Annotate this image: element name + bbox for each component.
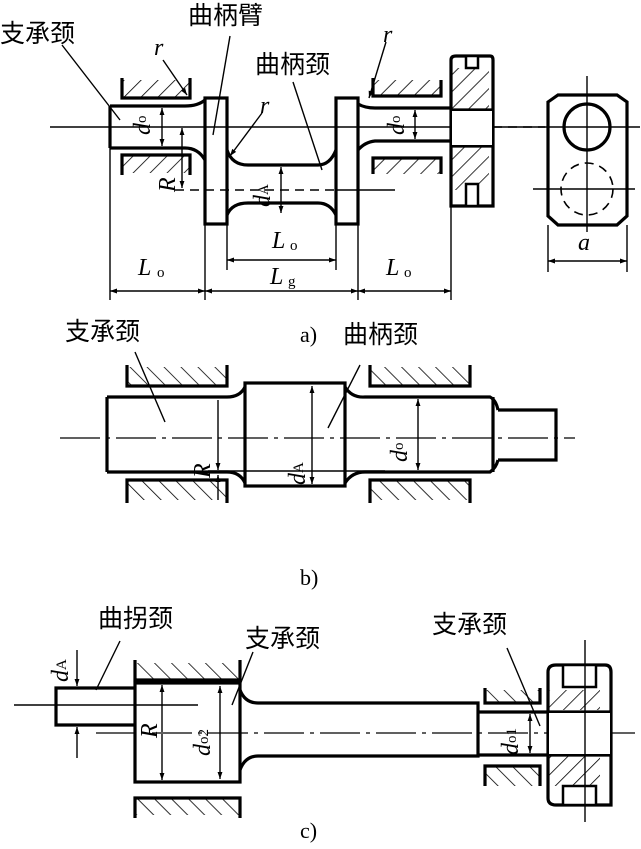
leader-r3-a — [368, 41, 387, 99]
label-R-c: R — [137, 723, 163, 739]
dim-sub: o — [134, 116, 150, 124]
left-bearing-a — [120, 78, 192, 175]
leader-crank-pin-a — [292, 81, 323, 171]
caption-b: b) — [300, 565, 318, 590]
leader-main-journal-a — [61, 44, 121, 121]
dim-sub: A — [54, 659, 70, 670]
label-dA-a: d A — [250, 184, 276, 207]
crank-pin-a — [225, 149, 338, 167]
label-do1-c: d o1 — [498, 728, 524, 755]
dim-text: d — [384, 122, 410, 135]
dim-sub: o2 — [196, 729, 212, 744]
label-crank-pin-c: 曲拐颈 — [98, 604, 173, 633]
dim-text: R — [190, 463, 216, 479]
leader-journal-right-c — [506, 647, 541, 727]
left-bearing-b — [125, 365, 229, 503]
dim-sub: o — [290, 238, 298, 254]
left-journal-a — [110, 98, 207, 108]
shaft-c — [238, 689, 480, 771]
caption-c: c) — [300, 818, 317, 843]
dim-text: d — [190, 743, 216, 756]
dim-text: R — [155, 177, 181, 193]
journal-right-b-bottom — [343, 459, 500, 484]
label-crank-pin-b: 曲柄颈 — [343, 320, 418, 349]
journal-left-c — [133, 681, 242, 784]
leader-r1-a — [162, 59, 188, 96]
right-journal-a-top — [357, 102, 451, 110]
panel-b: 支承颈 R — [60, 317, 575, 590]
dim-text: L — [385, 255, 399, 281]
dim-sub: g — [288, 274, 296, 290]
label-r3-a: r — [383, 22, 393, 48]
dim-text: d — [250, 194, 276, 207]
label-r1-a: r — [154, 35, 164, 61]
label-main-journal-a: 支承颈 — [0, 19, 75, 48]
leader-r2-a — [229, 112, 263, 157]
dim-sub: o — [391, 443, 407, 451]
dim-text: d — [130, 122, 156, 135]
flange-section-a — [449, 54, 495, 208]
dim-text: d — [48, 669, 74, 682]
dim-text: L — [137, 255, 151, 281]
left-crank-arm-a — [203, 96, 229, 226]
label-L-pin-a: L o — [271, 228, 298, 254]
label-r2-a: r — [260, 93, 270, 119]
label-R-a: R — [155, 177, 181, 193]
dim-text: d — [498, 742, 524, 755]
dim-text: L — [269, 264, 283, 290]
panel-c: 曲拐颈 支承颈 支承颈 — [14, 604, 635, 843]
label-Lg-a: L g — [269, 264, 296, 290]
leader-crank-arm-a — [212, 35, 231, 136]
label-do2-c: d o2 — [190, 729, 216, 756]
crank-side-view-a — [533, 76, 635, 232]
dim-sub: o — [404, 265, 412, 281]
label-dA-b: d A — [285, 462, 311, 485]
leader-journal-left-c — [231, 651, 254, 706]
dim-sub: o — [388, 116, 404, 124]
journal-left-b — [107, 386, 247, 399]
label-crank-arm-a: 曲柄臂 — [188, 1, 263, 30]
journal-right-c — [478, 710, 548, 757]
dim-sub: o — [157, 265, 165, 281]
dim-text: R — [137, 723, 163, 739]
journal-right-b — [343, 386, 500, 411]
crank-pin-c — [54, 686, 135, 727]
label-journal-left-c: 支承颈 — [245, 624, 320, 653]
label-main-journal-b: 支承颈 — [65, 317, 140, 346]
dim-text: L — [271, 228, 285, 254]
label-dA-c: d A — [48, 659, 74, 682]
panel-a: 支承颈 曲柄臂 曲柄颈 r r r d o R d A d o L o L o … — [0, 1, 640, 349]
dim-sub: A — [291, 462, 307, 473]
label-R-b: R — [190, 463, 216, 479]
label-do-a: d o — [130, 116, 156, 136]
right-bearing-b — [368, 365, 472, 503]
dim-sub: o1 — [504, 728, 520, 743]
dim-text: d — [387, 449, 413, 462]
label-journal-right-c: 支承颈 — [432, 610, 507, 639]
label-L-left-a: L o — [137, 255, 165, 281]
bearing-left-c — [133, 660, 242, 818]
caption-a: a) — [300, 322, 317, 347]
bearing-right-c — [483, 688, 542, 786]
crank-pin-b — [243, 381, 347, 488]
label-do-b: d o — [387, 443, 413, 463]
leader-crank-pin-c — [95, 640, 121, 691]
label-L-right-a: L o — [385, 255, 412, 281]
dim-sub: A — [256, 184, 272, 195]
shaft-end-b — [498, 408, 558, 462]
label-crank-pin-a: 曲柄颈 — [255, 50, 330, 79]
dim-text: d — [285, 472, 311, 485]
flange-section-c — [546, 640, 613, 822]
right-journal-a — [356, 139, 451, 152]
label-a-a: a — [578, 230, 590, 256]
label-do2-a: d o — [384, 116, 410, 136]
right-crank-arm-a — [334, 96, 360, 226]
